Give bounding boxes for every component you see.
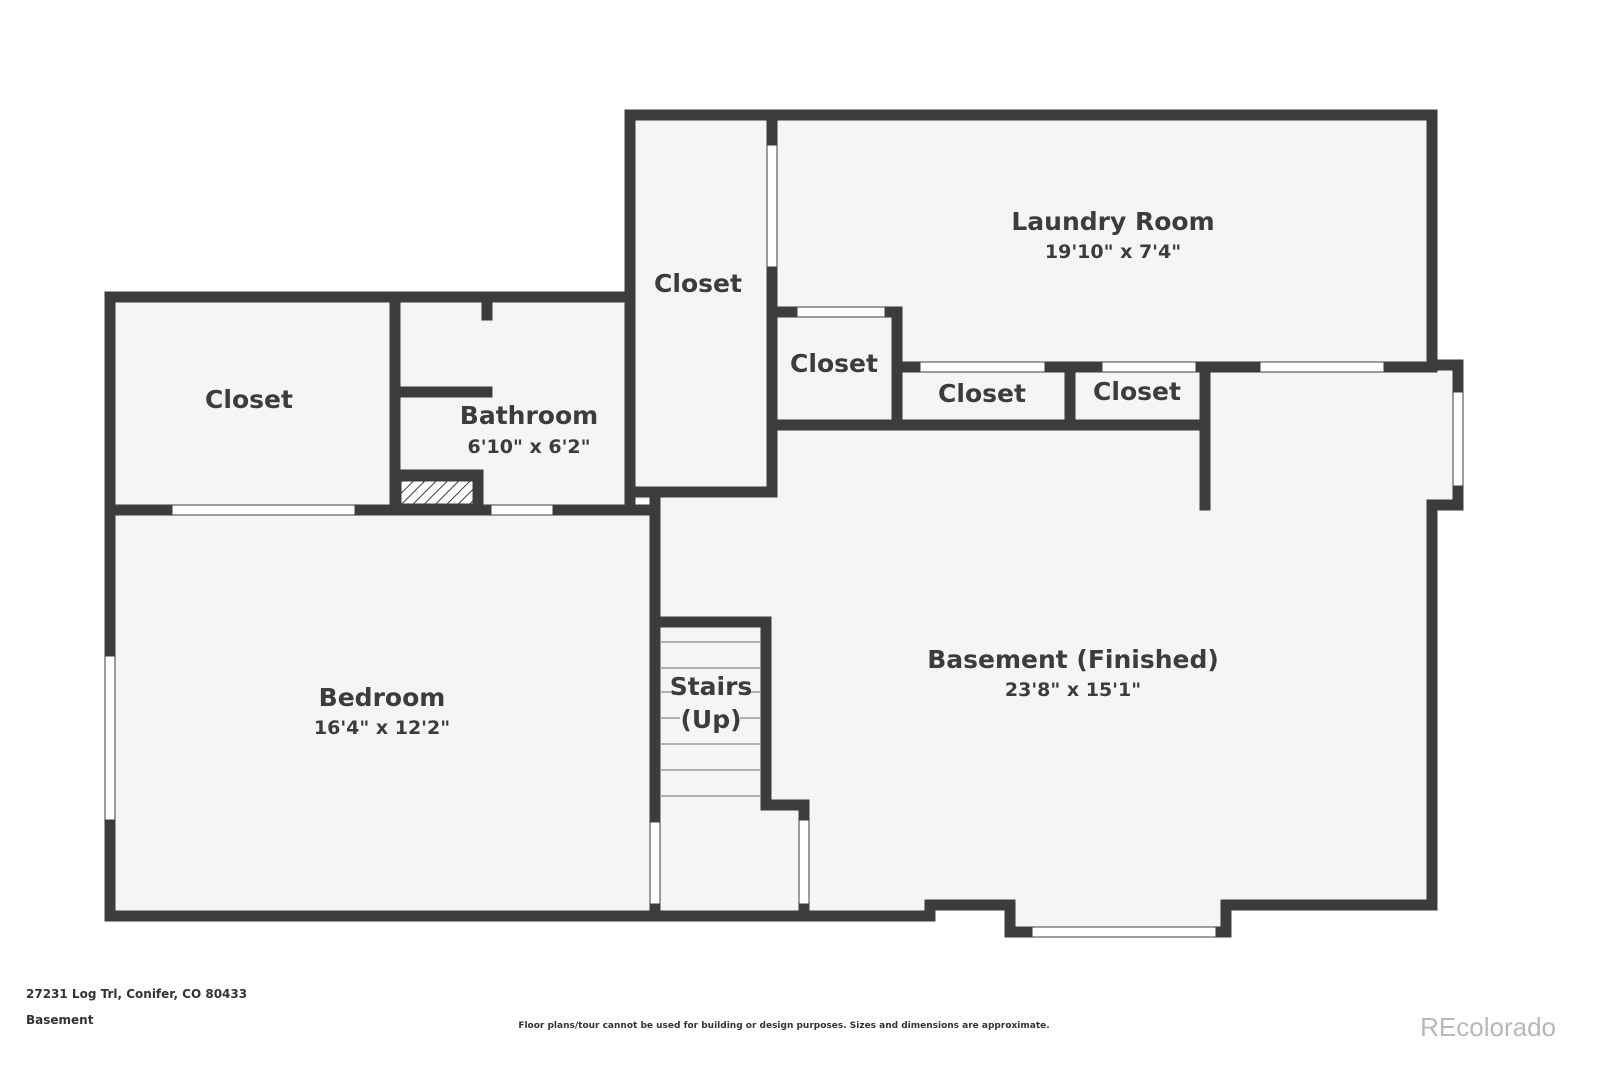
window	[104, 655, 116, 821]
laundry-room-dims: 19'10" x 7'4"	[1045, 241, 1181, 263]
closet-left-name: Closet	[205, 385, 293, 414]
floor-left-upper	[110, 297, 630, 510]
window	[766, 144, 778, 268]
disclaimer-text: Floor plans/tour cannot be used for buil…	[518, 1021, 1049, 1031]
stairs-name-line1: Stairs	[670, 672, 753, 701]
stair-treads	[661, 641, 760, 797]
openings	[104, 144, 1464, 938]
bedroom-dims: 16'4" x 12'2"	[314, 717, 450, 739]
level-text: Basement	[26, 1013, 94, 1027]
room-labels: Laundry Room 19'10" x 7'4" Closet Closet…	[205, 207, 1219, 739]
footer: 27231 Log Trl, Conifer, CO 80433 Basemen…	[26, 987, 1556, 1042]
door-opening	[796, 306, 886, 318]
closet-small-left-name: Closet	[938, 379, 1026, 408]
laundry-room-name: Laundry Room	[1011, 207, 1214, 236]
closet-small-right-name: Closet	[1093, 377, 1181, 406]
floor-fills	[110, 115, 1458, 932]
door-opening	[649, 821, 661, 905]
brand-logo: REcolorado	[1420, 1012, 1556, 1042]
window	[1452, 391, 1464, 487]
door-opening	[919, 361, 1046, 373]
basement-name: Basement (Finished)	[927, 645, 1219, 674]
door-opening	[1101, 361, 1197, 373]
stairs-name-line2: (Up)	[680, 705, 741, 734]
door-opening	[798, 819, 810, 905]
door-opening	[490, 504, 554, 516]
window	[1031, 926, 1217, 938]
floor-main	[110, 115, 1458, 932]
door-opening	[1259, 361, 1385, 373]
closet-mid-name: Closet	[790, 349, 878, 378]
door-opening	[171, 504, 356, 516]
closet-tall-name: Closet	[654, 269, 742, 298]
address-text: 27231 Log Trl, Conifer, CO 80433	[26, 987, 247, 1001]
bathroom-dims: 6'10" x 6'2"	[467, 436, 590, 458]
bathroom-name: Bathroom	[460, 401, 598, 430]
basement-dims: 23'8" x 15'1"	[1005, 679, 1141, 701]
hatched-chase	[400, 480, 474, 505]
bedroom-name: Bedroom	[319, 683, 446, 712]
